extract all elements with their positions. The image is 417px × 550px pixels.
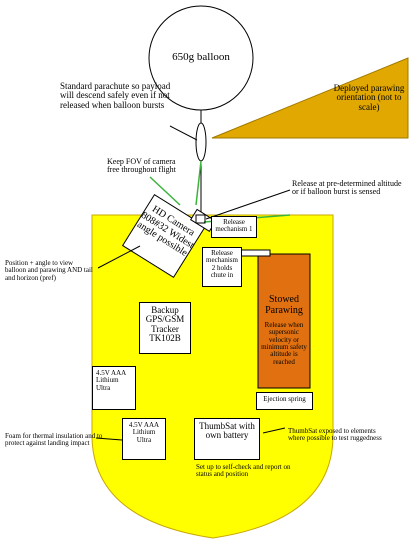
tracker-label: Backup GPS/GSM Tracker TK102B [145, 305, 185, 344]
fov-note: Keep FOV of camera free throughout fligh… [107, 157, 176, 175]
thumbsat-box: ThumbSat with own battery [194, 418, 260, 460]
ejection-spring-label: Ejection spring [263, 395, 306, 403]
release-note-arrow [205, 189, 291, 220]
release-mechanism-1-box: Release mechanism 1 [211, 216, 257, 238]
fov-line-right [195, 160, 202, 206]
battery-1-label: 4.5V AAA Lithium Ultra [96, 369, 126, 392]
stowed-parawing-note: Release when supersonic velocity or mini… [261, 321, 307, 366]
release-hook [195, 214, 206, 224]
release-note: Release at pre-determined altitude or if… [292, 179, 402, 197]
position-note-arrow [97, 245, 141, 269]
battery-2-box: 4.5V AAA Lithium Ultra [122, 418, 166, 460]
selfcheck-note: Set up to self-check and report on statu… [196, 463, 291, 479]
release-mechanism-1-label: Release mechanism 1 [215, 218, 253, 234]
foam-note-arrow [95, 437, 123, 441]
release-mechanism-2-box: Release mechanism 2 holds chute in [202, 247, 242, 287]
battery-1-box: 4.5V AAA Lithium Ultra [92, 366, 136, 410]
ejection-spring-box: Ejection spring [256, 392, 313, 410]
thumbsat-note-arrow [262, 427, 286, 434]
parachute-note-arrow [169, 125, 198, 141]
foam-note: Foam for thermal insulation and to prote… [5, 432, 103, 448]
fov-line-left [149, 176, 181, 206]
tracker-box: Backup GPS/GSM Tracker TK102B [139, 302, 191, 354]
stowed-parawing-box [257, 253, 311, 389]
release2-pin [239, 249, 271, 257]
thumbsat-exposed-note: ThumbSat exposed to elements where possi… [288, 427, 382, 443]
parachute-note: Standard parachute so payload will desce… [60, 81, 171, 110]
stowed-parawing-title: Stowed Parawing [265, 294, 303, 316]
camera-box [121, 193, 207, 279]
deployed-parawing-shape [211, 57, 409, 139]
release-mechanism-2-label: Release mechanism 2 holds chute in [206, 249, 238, 280]
battery-2-label: 4.5V AAA Lithium Ultra [128, 421, 160, 444]
position-note: Position + angle to view balloon and par… [5, 259, 93, 282]
thumbsat-label: ThumbSat with own battery [199, 421, 255, 441]
balloon-label: 650g balloon [172, 51, 230, 63]
parachute-shape [195, 122, 207, 162]
deployed-parawing-label: Deployed parawing orientation (not to sc… [333, 83, 405, 112]
